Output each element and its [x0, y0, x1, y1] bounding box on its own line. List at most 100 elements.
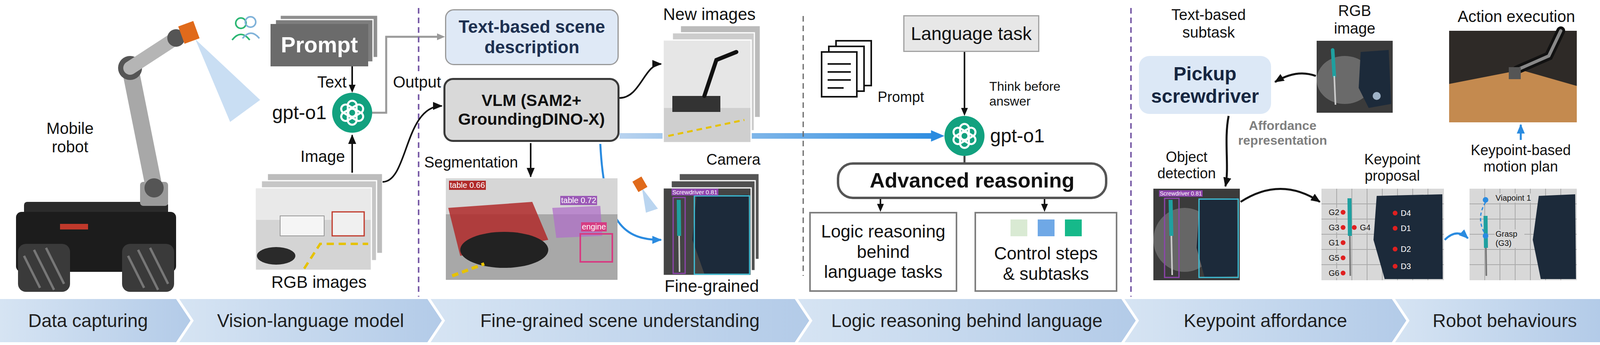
figure-label: table 0.66: [449, 180, 486, 191]
stage-chevron: Keypoint affordance: [1124, 299, 1407, 343]
mobile-robot: [130, 68, 155, 189]
figure-label: Think before answer: [989, 79, 1082, 109]
color-square: [1010, 219, 1028, 237]
motion-plan-image: [1482, 233, 1489, 239]
mobile-robot: [16, 21, 200, 293]
arrow-head: [961, 108, 969, 117]
arrow-head: [1041, 204, 1049, 213]
chevron-shape: [797, 299, 1136, 343]
connector: [1041, 199, 1049, 213]
rgb-images-stack: [255, 188, 372, 271]
cycle-arrow: [1225, 116, 1229, 187]
section-divider: [418, 8, 1131, 297]
stage-label: Fine-grained scene understanding: [480, 310, 760, 332]
figure-label: Mobile robot: [38, 119, 103, 157]
gpt-icon: gpt-o1: [332, 92, 373, 133]
rgb-image-photo: [1372, 92, 1381, 101]
keypoint-image: [1349, 198, 1350, 237]
action-image: [1449, 30, 1577, 123]
figure-label: Text-based subtask: [1156, 6, 1261, 42]
figure-label: G3: [1327, 223, 1341, 233]
motion-plan-image: [1469, 188, 1577, 281]
stage-label: Logic reasoning behind language: [831, 310, 1103, 332]
section-divider: [1130, 8, 1132, 297]
object-detection-image: [1153, 188, 1240, 281]
rgb-image-photo: [1334, 76, 1336, 105]
motion-plan-image: [1469, 188, 1577, 281]
icon-label: gpt-o1: [990, 124, 1045, 147]
flow-arrow: [351, 135, 353, 173]
fine-grained-stack: [673, 197, 686, 274]
process-box: Pickup screwdriver: [1138, 56, 1272, 115]
camera-view-cone: [195, 39, 261, 123]
user-icon: [242, 33, 260, 39]
object-detection-image: [1171, 236, 1173, 276]
keypoint-image: [1321, 188, 1444, 281]
user-icon: [232, 16, 260, 41]
keypoint-image: [1340, 225, 1346, 231]
mobile-robot: [178, 21, 200, 45]
object-detection-image: [1153, 188, 1240, 281]
motion-plan-image: [1485, 216, 1486, 249]
object-detection-image: [1170, 200, 1172, 237]
chevron-shape: [1124, 299, 1407, 343]
new-images-stack: [663, 108, 751, 143]
keypoint-image: [1349, 236, 1351, 277]
cycle-arrow: [1275, 73, 1316, 83]
arrow-head: [877, 204, 885, 213]
process-box: Prompt: [270, 24, 369, 67]
segmentation-image: [445, 178, 618, 281]
box-text: Logic reasoning behind language tasks: [820, 221, 946, 283]
action-image: [1508, 67, 1521, 80]
camera-view-cone: [195, 39, 261, 123]
user-icon: [245, 16, 256, 28]
camera-icon: [641, 188, 658, 213]
motion-plan-image: [1532, 194, 1576, 280]
edge-label: Text: [308, 72, 347, 92]
motion-plan-image: [1480, 202, 1486, 234]
stage-label: Robot behaviours: [1432, 310, 1578, 332]
figure-label: Prompt: [877, 88, 925, 106]
new-images-stack: [668, 120, 745, 137]
keypoint-image: [1321, 188, 1444, 281]
fine-grained-stack: [678, 200, 680, 237]
fine-grained-stack: [694, 196, 750, 275]
figure-label: G1: [1327, 238, 1341, 248]
process-box: Language task: [903, 15, 1040, 53]
rgb-images-stack: [256, 247, 296, 265]
object-detection-image: [1164, 198, 1179, 278]
new-images-stack: [663, 40, 752, 143]
rgb-image-photo: [1316, 40, 1393, 113]
stage-chevron: Fine-grained scene understanding: [430, 299, 810, 343]
box-text: Advanced reasoning: [869, 168, 1075, 193]
openai-logo: [952, 126, 971, 142]
camera-icon: [632, 176, 648, 193]
connector-line: [963, 52, 966, 111]
rgb-images-stack: [280, 216, 325, 237]
document-icon: [821, 40, 872, 97]
action-image: [1449, 30, 1577, 123]
figure-label: Keypoint-based motion plan: [1460, 142, 1581, 176]
new-images-stack: [704, 52, 737, 97]
fine-grained-stack: [663, 173, 760, 276]
motion-plan-image: [1469, 188, 1577, 281]
segmentation-image: [445, 178, 618, 281]
box-text: Text-based scene description: [451, 16, 612, 58]
figure-label: RGB image: [1322, 2, 1387, 38]
stage-label: Keypoint affordance: [1183, 310, 1348, 332]
figure-label: Image: [295, 147, 345, 166]
process-box: Text-based scene description: [445, 9, 619, 65]
document-icon: [827, 64, 851, 89]
camera-icon: [632, 176, 658, 213]
keypoint-image: [1321, 188, 1444, 281]
keypoint-image: [1340, 255, 1346, 261]
arrow-head: [930, 130, 945, 143]
flow-arrow: [529, 143, 532, 177]
connector: [964, 156, 965, 163]
segmentation-image: [452, 264, 485, 277]
figure-label: Screwdriver 0.81: [1158, 190, 1203, 197]
object-detection-image: [1198, 199, 1239, 278]
color-square: [1037, 219, 1055, 237]
rgb-image-photo: [1332, 50, 1335, 77]
